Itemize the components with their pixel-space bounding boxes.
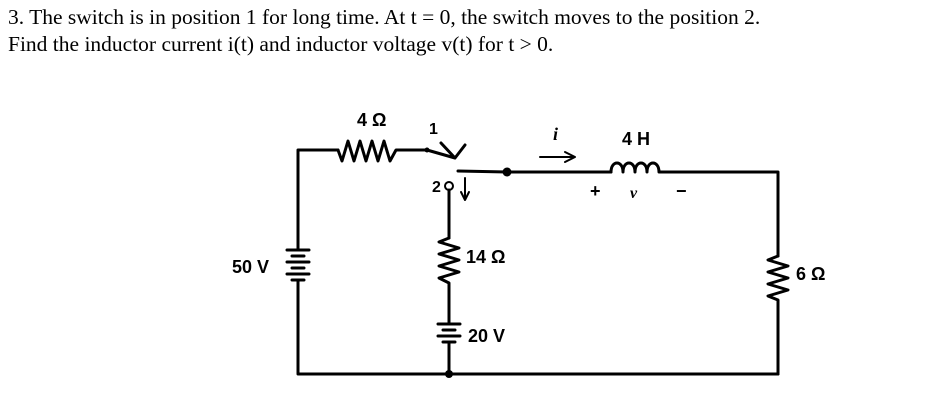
resistor-14ohm [437, 236, 461, 326]
label-resistor-14ohm: 14 Ω [466, 247, 505, 267]
label-source-50v: 50 V [232, 257, 269, 277]
label-inductor-4h: 4 H [622, 129, 650, 149]
label-source-20v: 20 V [468, 326, 505, 346]
switch-motion-arrow [460, 177, 470, 201]
switch-blade [425, 141, 509, 174]
label-voltage-v: v [630, 185, 638, 202]
wire-left-top [296, 148, 340, 176]
label-resistor-4ohm: 4 Ω [357, 110, 386, 130]
battery-20v [436, 322, 462, 376]
label-voltage-plus: + [590, 181, 601, 201]
node-bottom-middle [445, 370, 453, 378]
wire-left-bottom [296, 284, 780, 376]
label-switch-pos-2: 2 [432, 179, 441, 196]
problem-line-1: 3. The switch is in position 1 for long … [8, 5, 761, 29]
label-switch-pos-1: 1 [429, 121, 438, 138]
resistor-4ohm [336, 139, 427, 163]
problem-statement: 3. The switch is in position 1 for long … [8, 4, 933, 58]
label-voltage-minus: − [676, 181, 687, 201]
label-current-i: i [553, 124, 558, 144]
inductor-4h [609, 161, 780, 258]
resistor-6ohm [766, 254, 790, 376]
problem-line-2: Find the inductor current i(t) and induc… [8, 32, 554, 56]
current-arrow [539, 151, 576, 163]
label-resistor-6ohm: 6 Ω [796, 264, 825, 284]
battery-50v [285, 172, 311, 288]
